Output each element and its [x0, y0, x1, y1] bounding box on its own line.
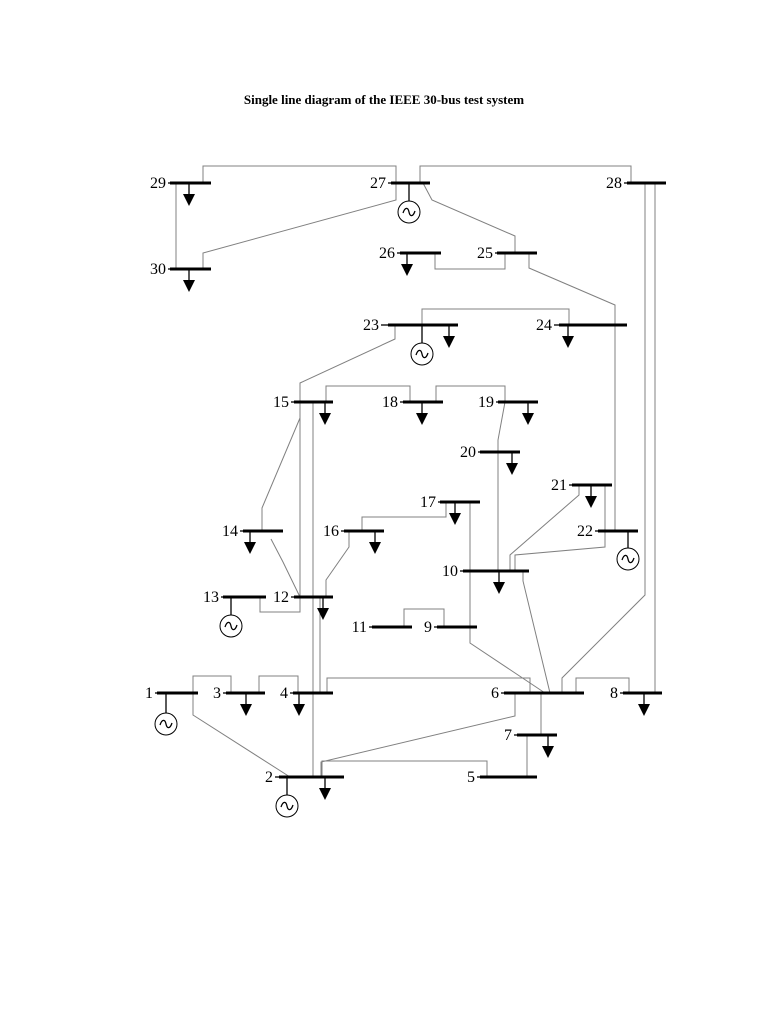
load-arrow-icon-bus-17 — [449, 502, 461, 525]
load-arrow-icon-bus-16 — [369, 531, 381, 554]
load-arrow-icon-bus-18 — [416, 402, 428, 425]
line-18-19 — [435, 385, 506, 402]
bus-label-1: 1 — [145, 685, 153, 702]
bus-label-17: 17 — [420, 494, 436, 511]
load-arrow-icon-bus-8 — [638, 693, 650, 716]
generator-icon-bus-23 — [410, 325, 434, 366]
line-16-17 — [361, 502, 447, 531]
line-9-11 — [403, 608, 445, 627]
bus-label-29: 29 — [150, 175, 166, 192]
line-2-6 — [320, 693, 516, 777]
line-15-23 — [299, 325, 396, 402]
bus-label-11: 11 — [352, 619, 367, 636]
line-15-18 — [325, 385, 411, 402]
bus-label-5: 5 — [467, 769, 475, 786]
loads — [183, 183, 650, 800]
line-6-10 — [522, 571, 551, 694]
bus-label-16: 16 — [323, 523, 339, 540]
load-arrow-icon-bus-14 — [244, 531, 256, 554]
bus-label-21: 21 — [551, 477, 567, 494]
bus-label-19: 19 — [478, 394, 494, 411]
generator-icon-bus-1 — [154, 693, 178, 736]
transmission-lines — [175, 165, 656, 778]
line-19-20 — [497, 401, 506, 452]
load-arrow-icon-bus-3 — [240, 693, 252, 716]
line-22-24 — [528, 253, 616, 531]
line-25-27 — [422, 182, 516, 253]
line-10-22 — [514, 531, 606, 571]
line-1-2 — [192, 693, 291, 778]
bus-label-27: 27 — [370, 175, 386, 192]
load-arrow-icon-bus-2 — [319, 777, 331, 800]
generator-icon-bus-2 — [275, 777, 299, 818]
load-arrow-icon-bus-4 — [293, 693, 305, 716]
load-arrow-icon-bus-7 — [542, 735, 554, 758]
bus-label-14: 14 — [222, 523, 238, 540]
bus-label-26: 26 — [379, 245, 395, 262]
generator-icon-bus-22 — [616, 531, 640, 571]
load-arrow-icon-bus-15 — [319, 402, 331, 425]
bus-label-7: 7 — [504, 727, 512, 744]
line-4-6 — [326, 677, 531, 693]
line-3-4 — [258, 675, 299, 693]
bus-label-22: 22 — [577, 523, 593, 540]
line-10-21 — [509, 485, 580, 571]
bus-label-18: 18 — [382, 394, 398, 411]
bus-label-9: 9 — [424, 619, 432, 636]
line-12-16 — [325, 531, 350, 597]
bus-label-25: 25 — [477, 245, 493, 262]
bus-label-20: 20 — [460, 444, 476, 461]
bus-label-24: 24 — [536, 317, 552, 334]
diagram-title: Single line diagram of the IEEE 30-bus t… — [243, 92, 525, 107]
generator-icon-bus-13 — [219, 597, 243, 638]
bus-label-13: 13 — [203, 589, 219, 606]
load-arrow-icon-bus-30 — [183, 269, 195, 292]
line-27-29 — [202, 165, 397, 183]
load-arrow-icon-bus-23 — [443, 325, 455, 348]
load-arrow-icon-bus-12 — [317, 597, 329, 620]
load-arrow-icon-bus-19 — [522, 402, 534, 425]
line-2-5 — [321, 760, 488, 777]
line-27-30 — [202, 183, 397, 269]
load-arrow-icon-bus-20 — [506, 452, 518, 475]
load-arrow-icon-bus-21 — [585, 485, 597, 508]
bus-label-2: 2 — [265, 769, 273, 786]
line-12-13 — [259, 597, 301, 613]
load-arrow-icon-bus-24 — [562, 325, 574, 348]
bus-label-8: 8 — [610, 685, 618, 702]
bus-bars — [155, 181, 666, 779]
load-arrow-icon-bus-26 — [401, 253, 413, 276]
bus-label-3: 3 — [213, 685, 221, 702]
bus-label-23: 23 — [363, 317, 379, 334]
line-6-9 — [469, 627, 546, 694]
bus-label-6: 6 — [491, 685, 499, 702]
bus-label-4: 4 — [280, 685, 288, 702]
bus-label-28: 28 — [606, 175, 622, 192]
bus-label-10: 10 — [442, 563, 458, 580]
load-arrow-icon-bus-29 — [183, 183, 195, 206]
line-14-15 — [261, 402, 301, 531]
load-arrow-icon-bus-10 — [493, 571, 505, 594]
bus-label-12: 12 — [273, 589, 289, 606]
line-12-14 — [270, 538, 301, 598]
bus-label-15: 15 — [273, 394, 289, 411]
bus-label-30: 30 — [150, 261, 166, 278]
line-25-26 — [434, 253, 506, 270]
line-6-8 — [575, 677, 630, 693]
generator-icon-bus-27 — [397, 183, 421, 224]
line-23-24 — [421, 308, 570, 325]
line-6-28 — [561, 183, 646, 693]
generators — [154, 183, 640, 818]
line-1-3 — [192, 675, 232, 693]
line-28-27 — [419, 165, 632, 183]
